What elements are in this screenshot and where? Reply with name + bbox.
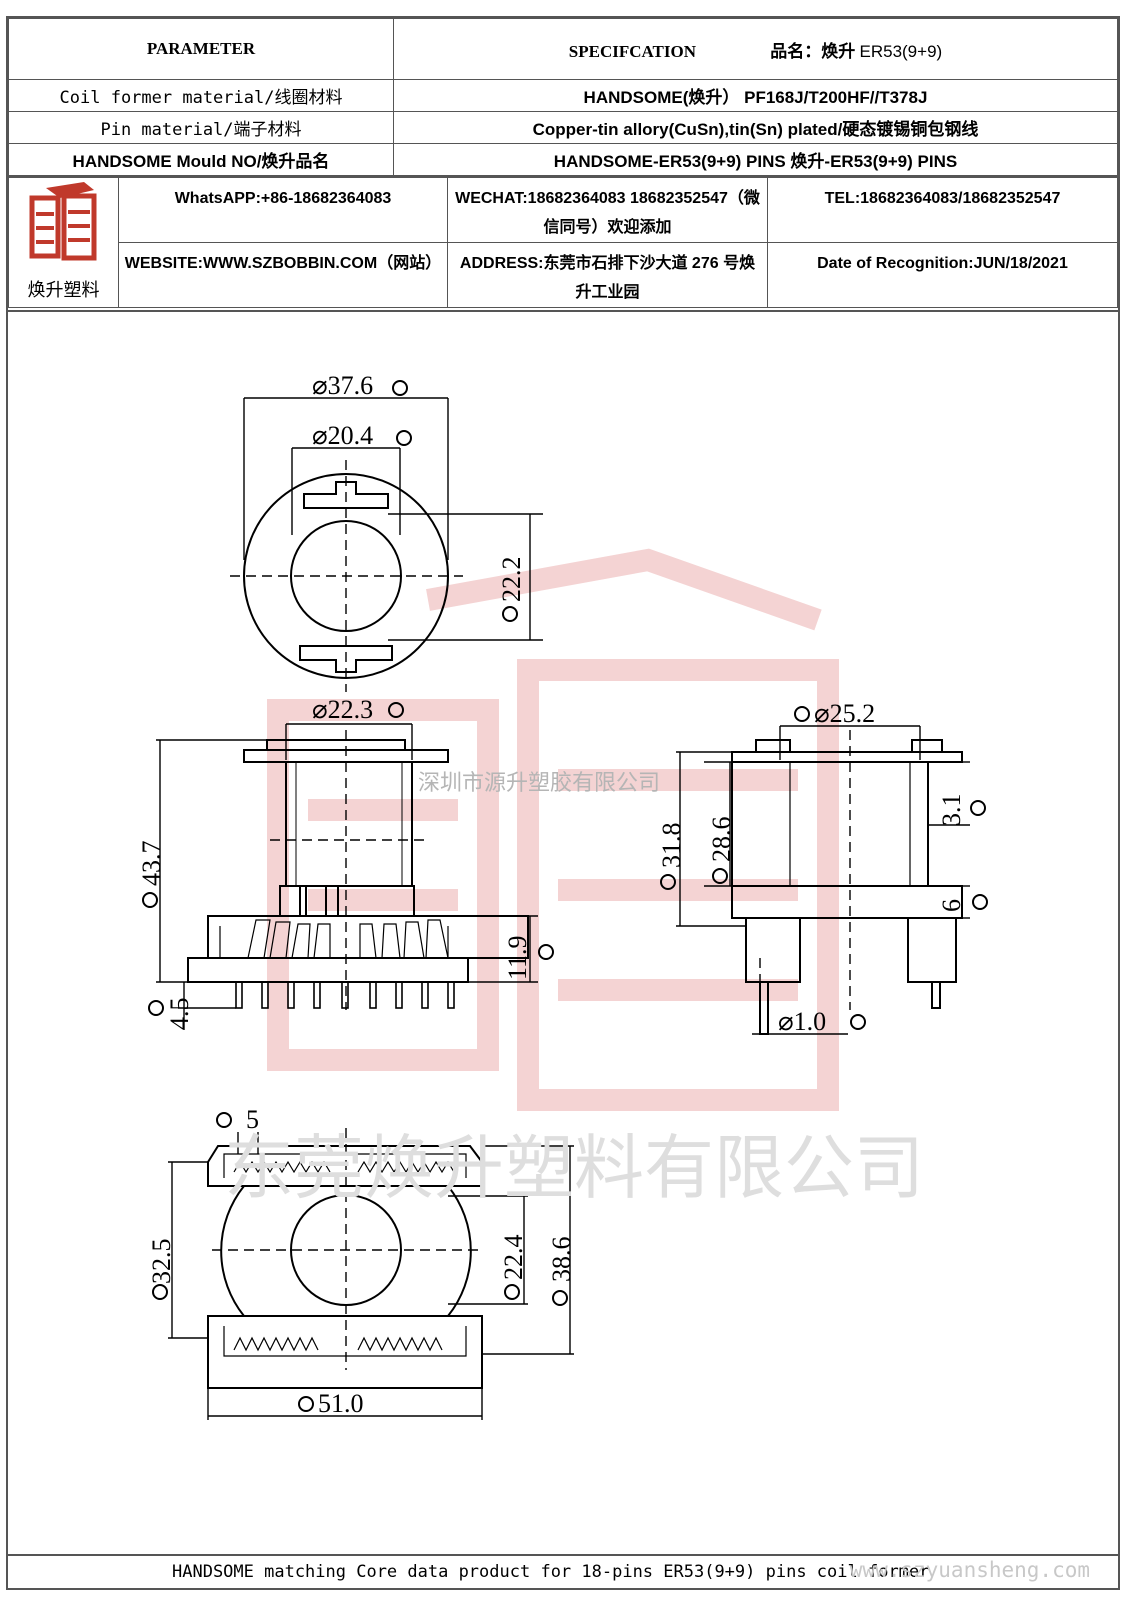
ref-marker-p	[504, 1284, 520, 1300]
parameter-heading: PARAMETER	[8, 18, 394, 80]
ref-marker-l	[972, 894, 988, 910]
ref-marker-d	[388, 702, 404, 718]
ref-marker-e	[142, 892, 158, 908]
dim-d-label: ⌀22.3	[312, 695, 373, 724]
dim-l-label: 6	[937, 899, 966, 912]
dim-c-label: 22.2	[497, 557, 526, 603]
ref-marker-n	[216, 1112, 232, 1128]
ref-marker-o	[152, 1284, 168, 1300]
dim-g-label: 11.9	[503, 935, 532, 980]
dim-o-label: 32.5	[147, 1239, 176, 1285]
watermark-company-small: 深圳市源升塑胶有限公司	[418, 770, 660, 795]
dim-f-label: 4.5	[165, 998, 194, 1031]
address: ADDRESS:东莞市石排下沙大道 276 号焕升工业园	[447, 242, 768, 308]
spec-sheet: PARAMETER SPECIFCATION 品名：焕升 ER53(9+9) C…	[6, 16, 1120, 1590]
ref-marker-k	[970, 800, 986, 816]
pin-material-label: Pin material/端子材料	[8, 111, 394, 144]
ref-marker-a	[392, 380, 408, 396]
ref-marker-j	[712, 868, 728, 884]
watermark-site: www.szyuansheng.com	[849, 1558, 1090, 1582]
ref-marker-g	[538, 944, 554, 960]
dim-j-label: 28.6	[707, 817, 736, 863]
specification-label: SPECIFCATION	[568, 41, 696, 61]
watermark-company-large: 东莞焕升塑料有限公司	[224, 1131, 924, 1208]
ref-marker-m	[850, 1014, 866, 1030]
dim-a-label: ⌀37.6	[312, 371, 373, 400]
product-model: ER53(9+9)	[859, 41, 943, 61]
dim-n-label: 5	[246, 1105, 259, 1134]
recognition-date: Date of Recognition:JUN/18/2021	[767, 242, 1118, 308]
technical-drawing-area: 深圳市源升塑胶有限公司 东莞焕升塑料有限公司 ⌀37.6 ⌀20.4 22.2 …	[8, 310, 1118, 1514]
dim-e-label: 43.7	[137, 841, 166, 887]
product-name: 品名：焕升 ER53(9+9)	[770, 42, 942, 61]
spec-table: PARAMETER SPECIFCATION 品名：焕升 ER53(9+9) C…	[8, 18, 1118, 176]
ref-marker-q	[552, 1290, 568, 1306]
dim-h-label: ⌀25.2	[814, 699, 875, 728]
company-logo: 焕升塑料	[8, 176, 119, 308]
contact-table: 焕升塑料 WhatsAPP:+86-18682364083 WECHAT:186…	[8, 176, 1118, 308]
dim-k-label: 3.1	[937, 794, 966, 827]
technical-drawing: 深圳市源升塑胶有限公司 东莞焕升塑料有限公司 ⌀37.6 ⌀20.4 22.2 …	[137, 371, 988, 1420]
product-name-label: 品名：焕升	[770, 41, 856, 61]
ref-marker-c	[502, 606, 518, 622]
logo-text: 焕升塑料	[27, 280, 100, 301]
watermark-logo	[267, 548, 839, 1111]
coil-material-value: HANDSOME(焕升） PF168J/T200HF//T378J	[393, 79, 1118, 112]
dim-r-label: 51.0	[318, 1389, 364, 1418]
mould-no-value: HANDSOME-ER53(9+9) PINS 焕升-ER53(9+9) PIN…	[393, 143, 1118, 176]
pin-material-value: Copper-tin allory(CuSn),tin(Sn) plated/硬…	[393, 111, 1118, 144]
ref-marker-h	[794, 706, 810, 722]
dim-b-label: ⌀20.4	[312, 421, 373, 450]
footer-text: HANDSOME matching Core data product for …	[172, 1562, 930, 1582]
dim-i-label: 31.8	[657, 823, 686, 869]
whatsapp: WhatsAPP:+86-18682364083	[118, 176, 448, 243]
ref-marker-b	[396, 430, 412, 446]
mould-no-label: HANDSOME Mould NO/焕升品名	[8, 143, 394, 176]
footer: HANDSOME matching Core data product for …	[8, 1554, 1118, 1588]
dim-p-label: 22.4	[499, 1235, 528, 1281]
coil-material-label: Coil former material/线圈材料	[8, 79, 394, 112]
specification-heading: SPECIFCATION 品名：焕升 ER53(9+9)	[393, 18, 1118, 80]
ref-marker-f	[148, 1000, 164, 1016]
ref-marker-r	[298, 1396, 314, 1412]
wechat: WECHAT:18682364083 18682352547（微信同号）欢迎添加	[447, 176, 768, 243]
ref-marker-i	[660, 874, 676, 890]
dim-m-label: ⌀1.0	[778, 1007, 826, 1036]
website: WEBSITE:WWW.SZBOBBIN.COM（网站）	[118, 242, 448, 308]
telephone: TEL:18682364083/18682352547	[767, 176, 1118, 243]
logo-icon	[29, 182, 96, 261]
dim-q-label: 38.6	[547, 1237, 576, 1283]
